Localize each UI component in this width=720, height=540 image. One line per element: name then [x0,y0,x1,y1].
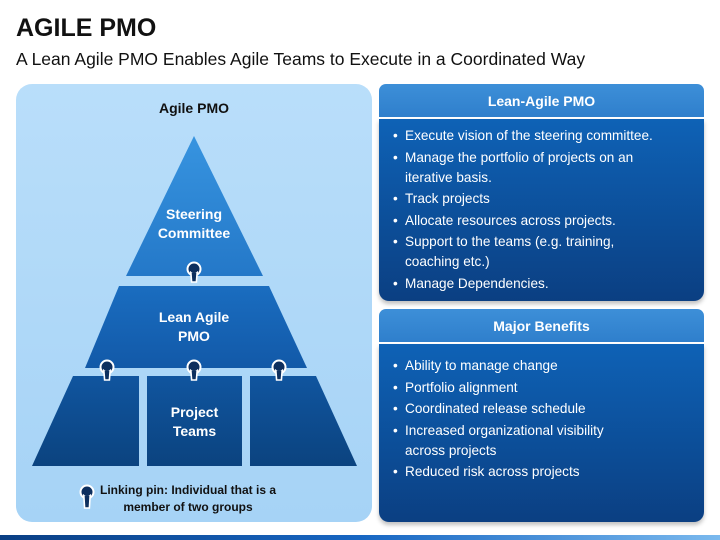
tier-label-lean-agile: Lean Agile PMO [158,309,230,344]
tier-team-block-left [32,376,139,466]
panel-body: Execute vision of the steering committee… [379,119,704,301]
panel-major-benefits: Major Benefits Ability to manage change … [379,309,704,522]
list-item: Increased organizational visibilityacros… [393,421,692,461]
keyhole-pin-icon [79,484,95,509]
panel-lean-agile-pmo: Lean-Agile PMO Execute vision of the ste… [379,84,704,301]
tier-label-steering: Steering Committee [157,206,231,241]
panel-body: Ability to manage change Portfolio align… [379,344,704,522]
page-subtitle: A Lean Agile PMO Enables Agile Teams to … [16,49,586,69]
list-item: Track projects [393,189,692,209]
list-item: Support to the teams (e.g. training,coac… [393,232,692,272]
list-item: Execute vision of the steering committee… [393,126,692,146]
list-item: Portfolio alignment [393,378,692,398]
list-item: Reduced risk across projects [393,462,692,482]
list-item: Coordinated release schedule [393,399,692,419]
legend-text: Linking pin: Individual that is a member… [100,483,277,514]
page-title: AGILE PMO [16,14,157,42]
panel-title: Lean-Agile PMO [379,84,704,119]
tier-team-block-center [147,376,242,466]
footer-accent-bar [0,535,720,540]
legend: Linking pin: Individual that is a member… [78,482,328,516]
list-item: Manage Dependencies. [393,274,692,294]
tier-steering-committee [126,136,263,276]
tier-label-project-teams: Project Teams [170,404,219,439]
tier-team-block-right [250,376,357,466]
panel-title: Major Benefits [379,309,704,344]
agile-pmo-diagram: Agile PMO [16,84,372,522]
list-item: Ability to manage change [393,356,692,376]
diagram-title: Agile PMO [158,100,229,116]
tier-lean-agile-pmo [85,286,307,368]
pyramid-graphic [32,136,357,466]
list-item: Allocate resources across projects. [393,211,692,231]
list-item: Manage the portfolio of projects on anit… [393,148,692,188]
keyhole-pin-icon [186,261,202,283]
